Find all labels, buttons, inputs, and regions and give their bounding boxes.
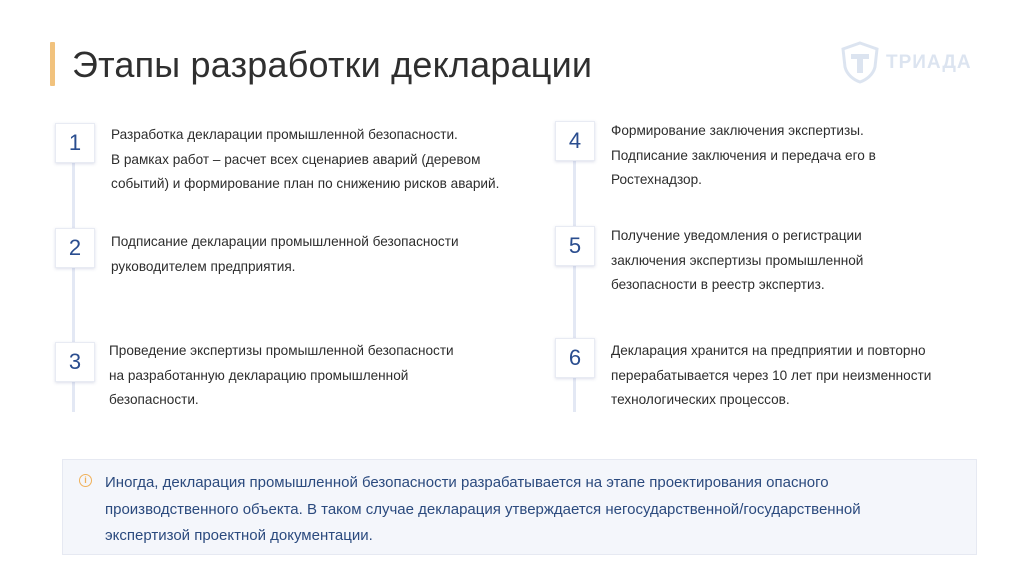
title-accent-bar [50,42,55,86]
step-line: на разработанную декларацию промышленной [109,367,409,383]
step-line: безопасности. [109,392,199,407]
info-note: i Иногда, декларация промышленной безопа… [62,459,977,555]
step-text-1: Разработка декларации промышленной безоп… [111,123,556,197]
step-number-2: 2 [55,228,95,268]
note-line: экспертизой проектной документации. [105,527,373,544]
step-line: руководителем предприятия. [111,258,296,274]
step-number-5: 5 [555,226,595,266]
step-line: Разработка декларации промышленной безоп… [111,127,458,142]
step-number-1: 1 [55,123,95,163]
step-line: В рамках работ – расчет всех сценариев а… [111,151,481,167]
step-line: Подписание заключения и передача его в [611,147,876,163]
note-line: производственного объекта. В таком случа… [105,500,861,518]
step-line: Подписание декларации промышленной безоп… [111,234,459,249]
step-text-6: Декларация хранится на предприятии и пов… [611,339,991,413]
step-line: Декларация хранится на предприятии и пов… [611,343,926,358]
step-text-2: Подписание декларации промышленной безоп… [111,230,556,279]
step-line: Получение уведомления о регистрации [611,228,862,243]
page-title: Этапы разработки декларации [72,44,593,85]
shield-icon [841,41,879,84]
step-line: заключения экспертизы промышленной [611,252,864,268]
step-line: Проведение экспертизы промышленной безоп… [109,343,454,358]
step-text-3: Проведение экспертизы промышленной безоп… [109,339,554,413]
step-line: Формирование заключения экспертизы. [611,123,864,138]
step-number-4: 4 [555,121,595,161]
timeline-right [573,140,576,412]
info-icon: i [79,474,92,487]
note-text: Иногда, декларация промышленной безопасн… [105,470,965,550]
step-line: технологических процессов. [611,392,790,407]
logo-wordmark: ТРИАДА [886,52,972,73]
step-line: безопасности в реестр экспертиз. [611,277,825,292]
step-number-3: 3 [55,342,95,382]
step-text-5: Получение уведомления о регистрации закл… [611,224,991,298]
step-number-6: 6 [555,338,595,378]
step-line: событий) и формирование план по снижению… [111,176,500,191]
note-line: Иногда, декларация промышленной безопасн… [105,474,829,491]
step-text-4: Формирование заключения экспертизы. Подп… [611,119,991,193]
step-line: Ростехнадзор. [611,172,702,187]
triada-logo: ТРИАДА [838,40,972,84]
step-line: перерабатывается через 10 лет при неизме… [611,367,932,383]
timeline-left [72,140,75,412]
